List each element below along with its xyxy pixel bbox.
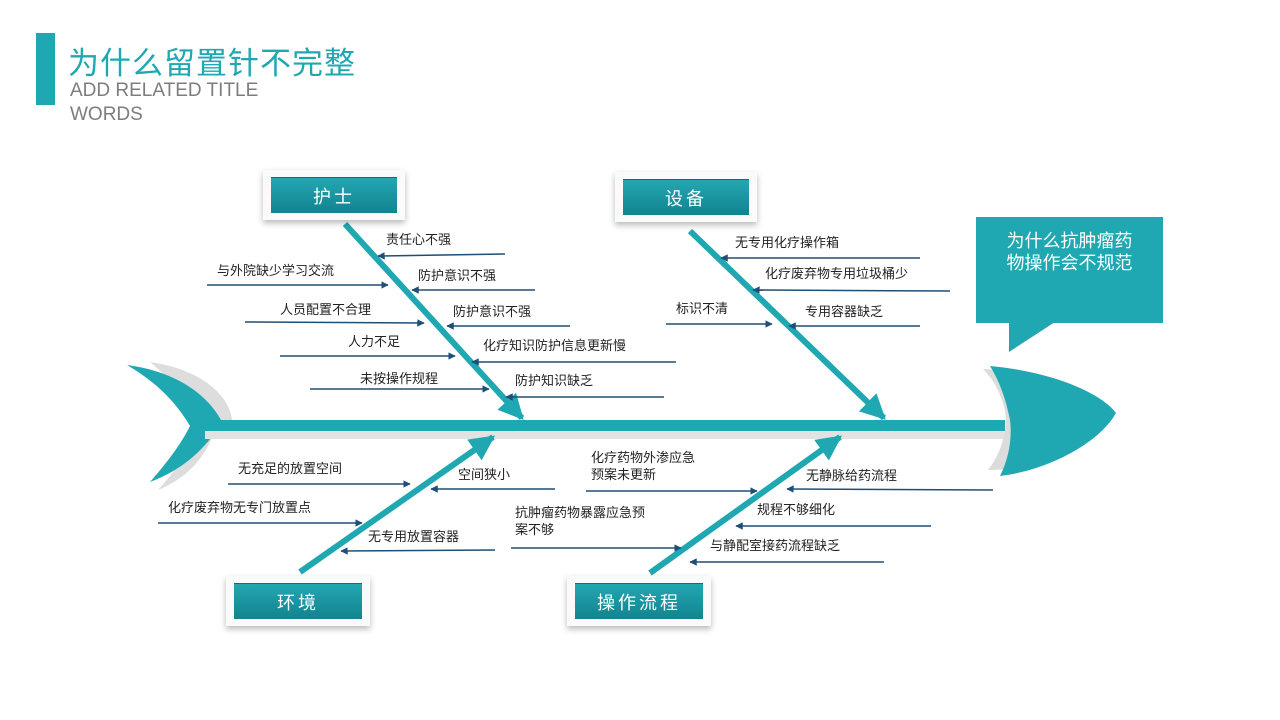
category-label-equipment: 设备 [623, 179, 749, 215]
cause-arrows [158, 252, 994, 566]
cause-label-equipment: 专用容器缺乏 [805, 305, 884, 320]
fish-spine [205, 420, 1005, 431]
page-subtitle: ADD RELATED TITLE WORDS [70, 80, 259, 125]
bone-equipment [687, 228, 887, 421]
cause-label-nurse: 与外院缺少学习交流 [217, 264, 335, 279]
cause-label-equipment: 标识不清 [676, 302, 729, 317]
page-title: 为什么留置针不完整 [68, 46, 356, 82]
fish-tail [127, 365, 222, 482]
category-label-environment: 环境 [234, 583, 362, 619]
category-box-process: 操作流程 [567, 576, 711, 626]
cause-label-nurse: 防护意识不强 [418, 269, 497, 284]
cause-label-nurse: 防护知识缺乏 [515, 374, 594, 389]
cause-label-environment: 无专用放置容器 [368, 530, 460, 545]
cause-arrow [340, 547, 496, 555]
category-box-environment: 环境 [226, 576, 370, 626]
title-accent-bar [36, 33, 55, 105]
cause-label-process: 无静脉给药流程 [806, 469, 898, 484]
cause-label-nurse: 人员配置不合理 [280, 303, 372, 318]
cause-arrow [752, 286, 951, 294]
cause-arrow [377, 252, 506, 260]
cause-label-nurse: 人力不足 [348, 335, 401, 350]
callout-tail [1009, 322, 1055, 352]
cause-label-process: 与静配室接药流程缺乏 [710, 539, 841, 554]
category-box-equipment: 设备 [615, 172, 757, 222]
spine-shadow [205, 431, 1005, 439]
cause-label-equipment: 化疗废弃物专用垃圾桶少 [765, 267, 909, 282]
category-label-nurse: 护士 [271, 177, 397, 213]
cause-label-nurse: 防护意识不强 [453, 305, 532, 320]
cause-label-nurse: 化疗知识防护信息更新慢 [483, 339, 627, 354]
bone-nurse [342, 221, 525, 421]
category-box-nurse: 护士 [263, 170, 405, 220]
cause-arrow [244, 319, 425, 327]
fish-head [990, 366, 1116, 476]
cause-label-environment: 化疗废弃物无专门放置点 [168, 501, 312, 516]
cause-label-process: 化疗药物外渗应急预案未更新 [591, 451, 696, 483]
cause-label-environment: 空间狭小 [458, 468, 511, 483]
cause-label-nurse: 未按操作规程 [360, 372, 439, 387]
fish-tail-shadow [150, 362, 232, 490]
cause-arrow [786, 485, 994, 493]
cause-label-process: 规程不够细化 [757, 503, 836, 518]
category-label-process: 操作流程 [575, 583, 703, 619]
cause-label-environment: 无充足的放置空间 [238, 462, 343, 477]
cause-label-process: 抗肿瘤药物暴露应急预案不够 [515, 506, 646, 538]
cause-label-equipment: 无专用化疗操作箱 [735, 236, 840, 251]
bone-environment [298, 434, 496, 575]
problem-callout: 为什么抗肿瘤药物操作会不规范 [976, 217, 1163, 323]
cause-label-nurse: 责任心不强 [386, 233, 452, 248]
